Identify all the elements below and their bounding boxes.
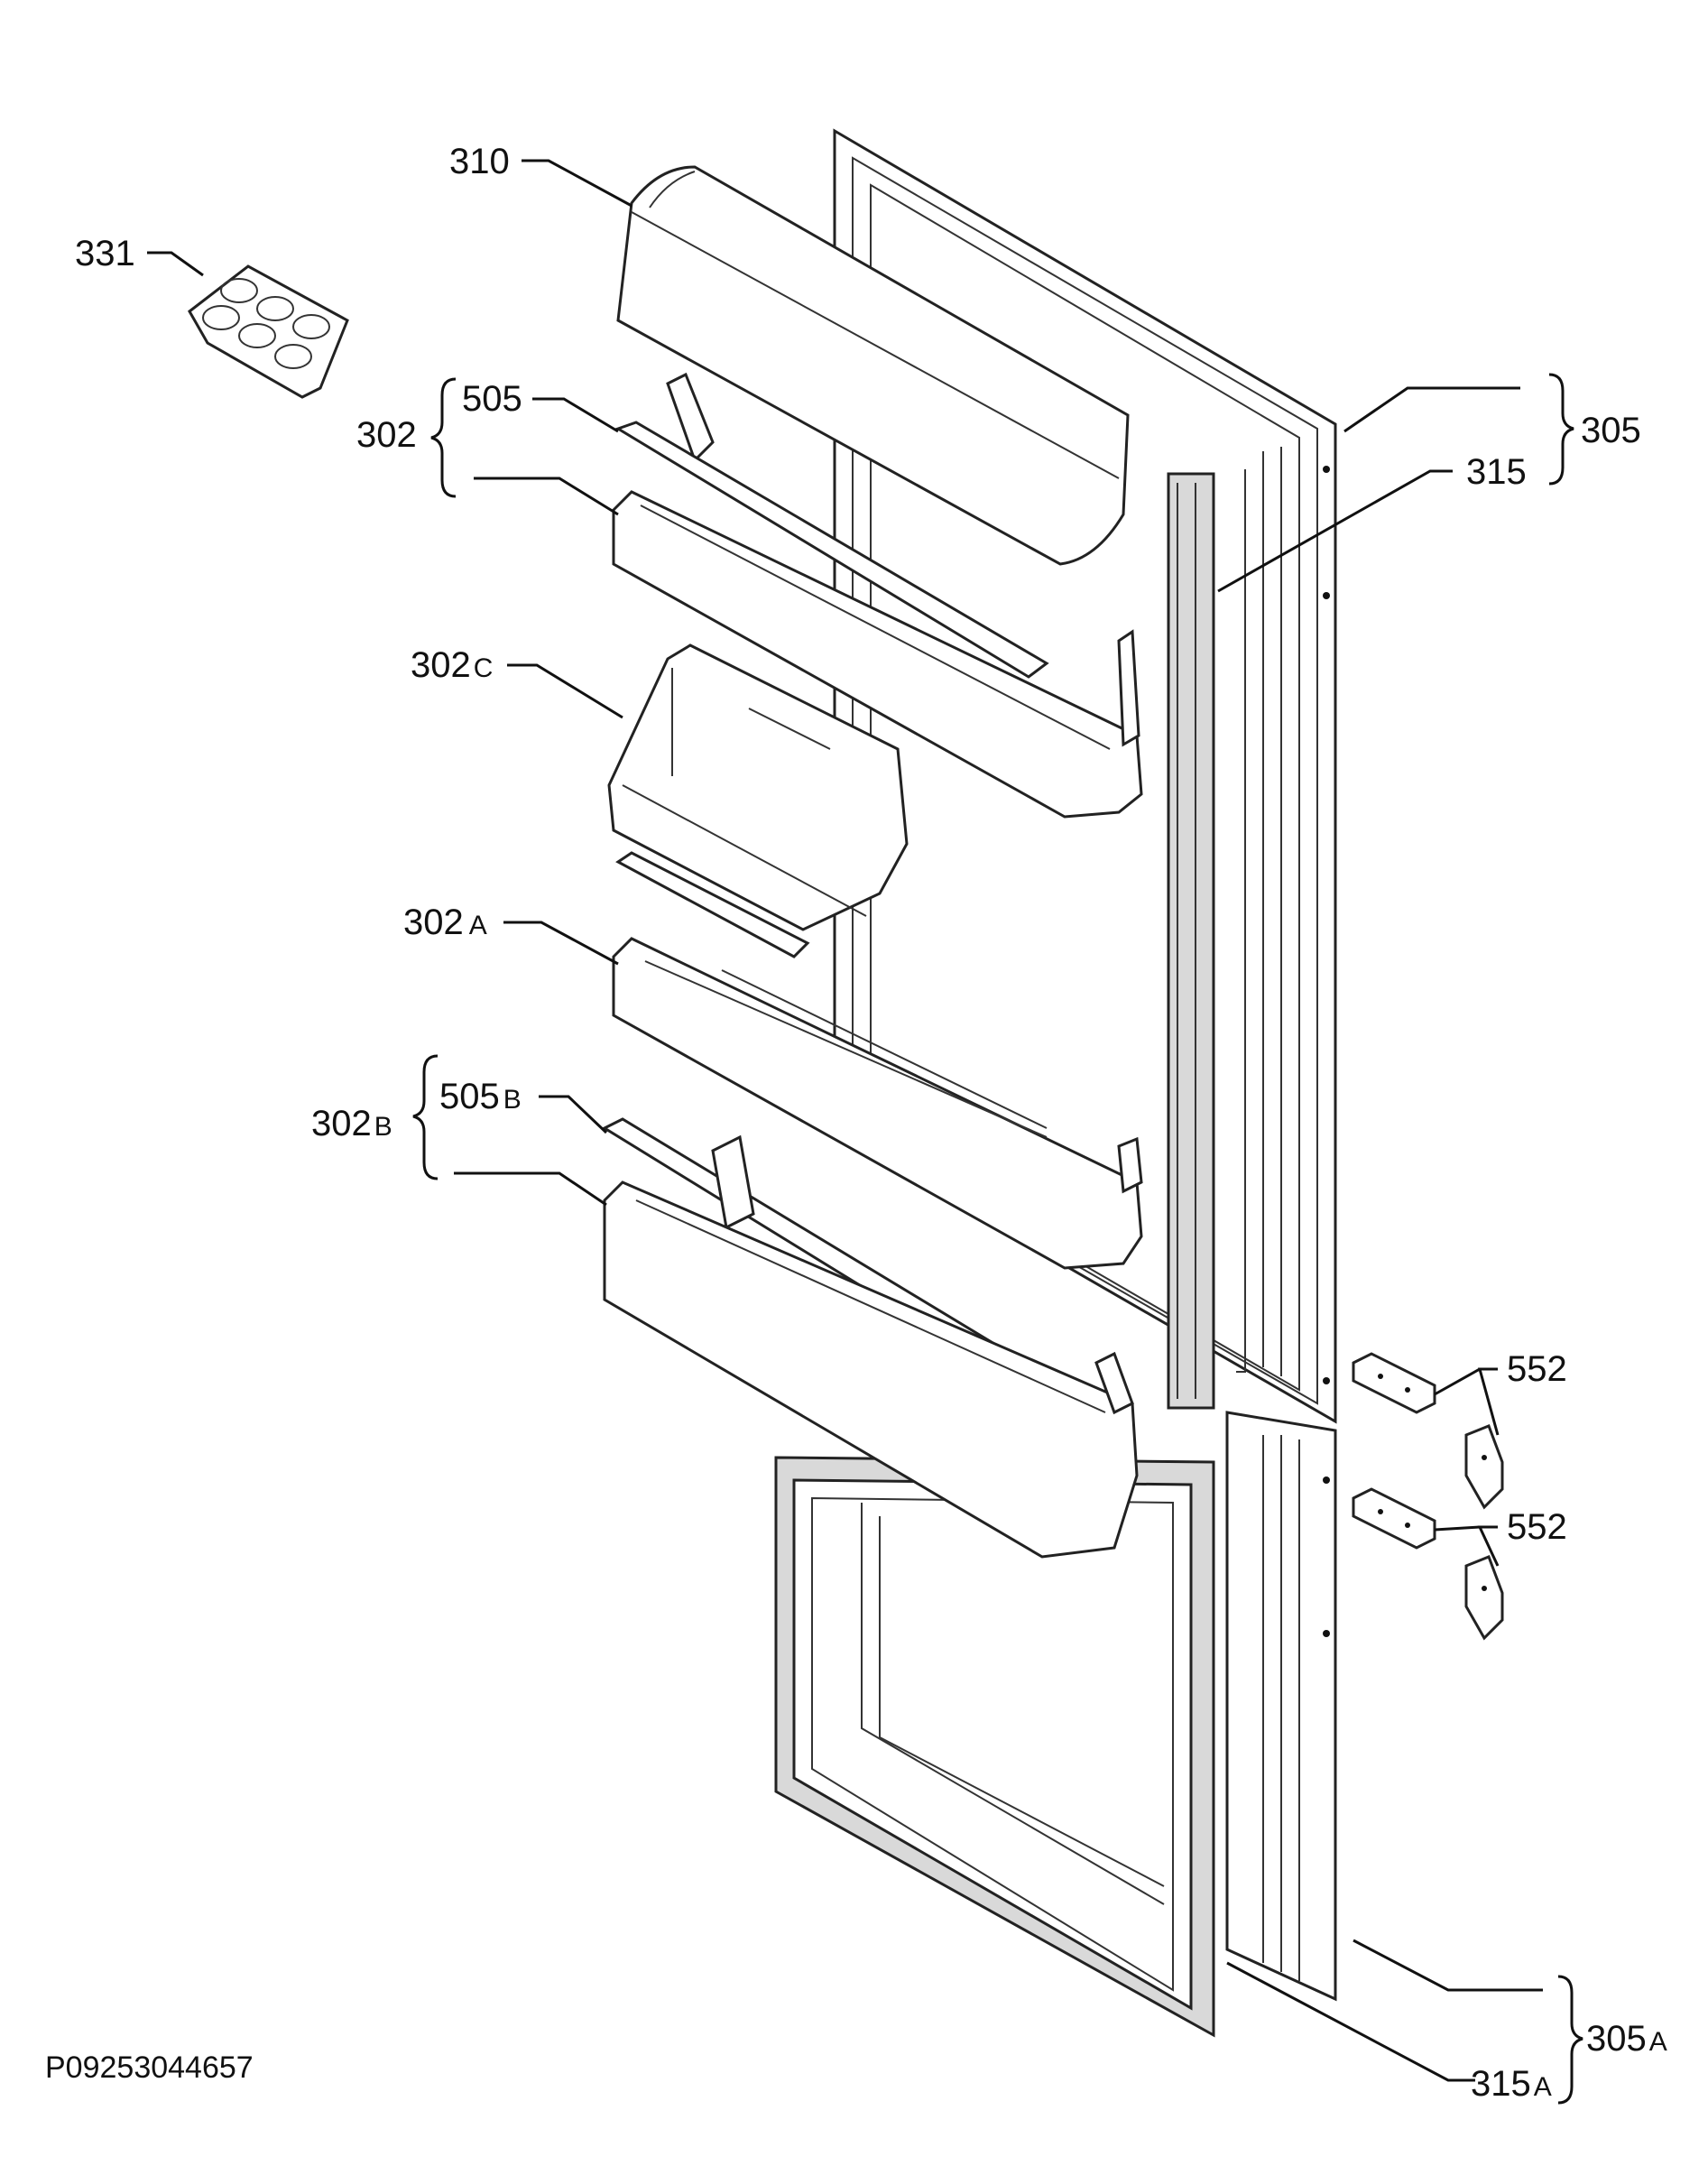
egg-tray (188, 264, 349, 399)
label-552-upper: 552 (1507, 1349, 1567, 1389)
door-shelf-302b (601, 1117, 1139, 1559)
lower-door-gasket (774, 1456, 1215, 2038)
label-302: 302 (356, 415, 417, 455)
group-braces (412, 373, 1583, 2105)
document-code: P09253044657 (45, 2050, 254, 2085)
parts-drawing (188, 128, 1504, 2038)
label-552-lower: 552 (1507, 1507, 1567, 1547)
label-305: 305 (1581, 411, 1641, 450)
leader-lines (147, 159, 1543, 2082)
door-shelf-302c (607, 643, 909, 958)
door-shelf-302a (612, 937, 1143, 1270)
door-shelf-302 (612, 372, 1143, 819)
label-315: 315 (1466, 452, 1527, 492)
lower-door-frame (1225, 1411, 1337, 2002)
hinge-brackets-552-lower (1352, 1487, 1504, 1641)
label-310: 310 (449, 142, 510, 181)
upper-door-gasket (1167, 472, 1246, 1410)
hinge-brackets-552-upper (1352, 1352, 1504, 1510)
label-331: 331 (75, 234, 135, 273)
dairy-compartment-lid (616, 165, 1130, 566)
label-505: 505 (462, 379, 522, 419)
